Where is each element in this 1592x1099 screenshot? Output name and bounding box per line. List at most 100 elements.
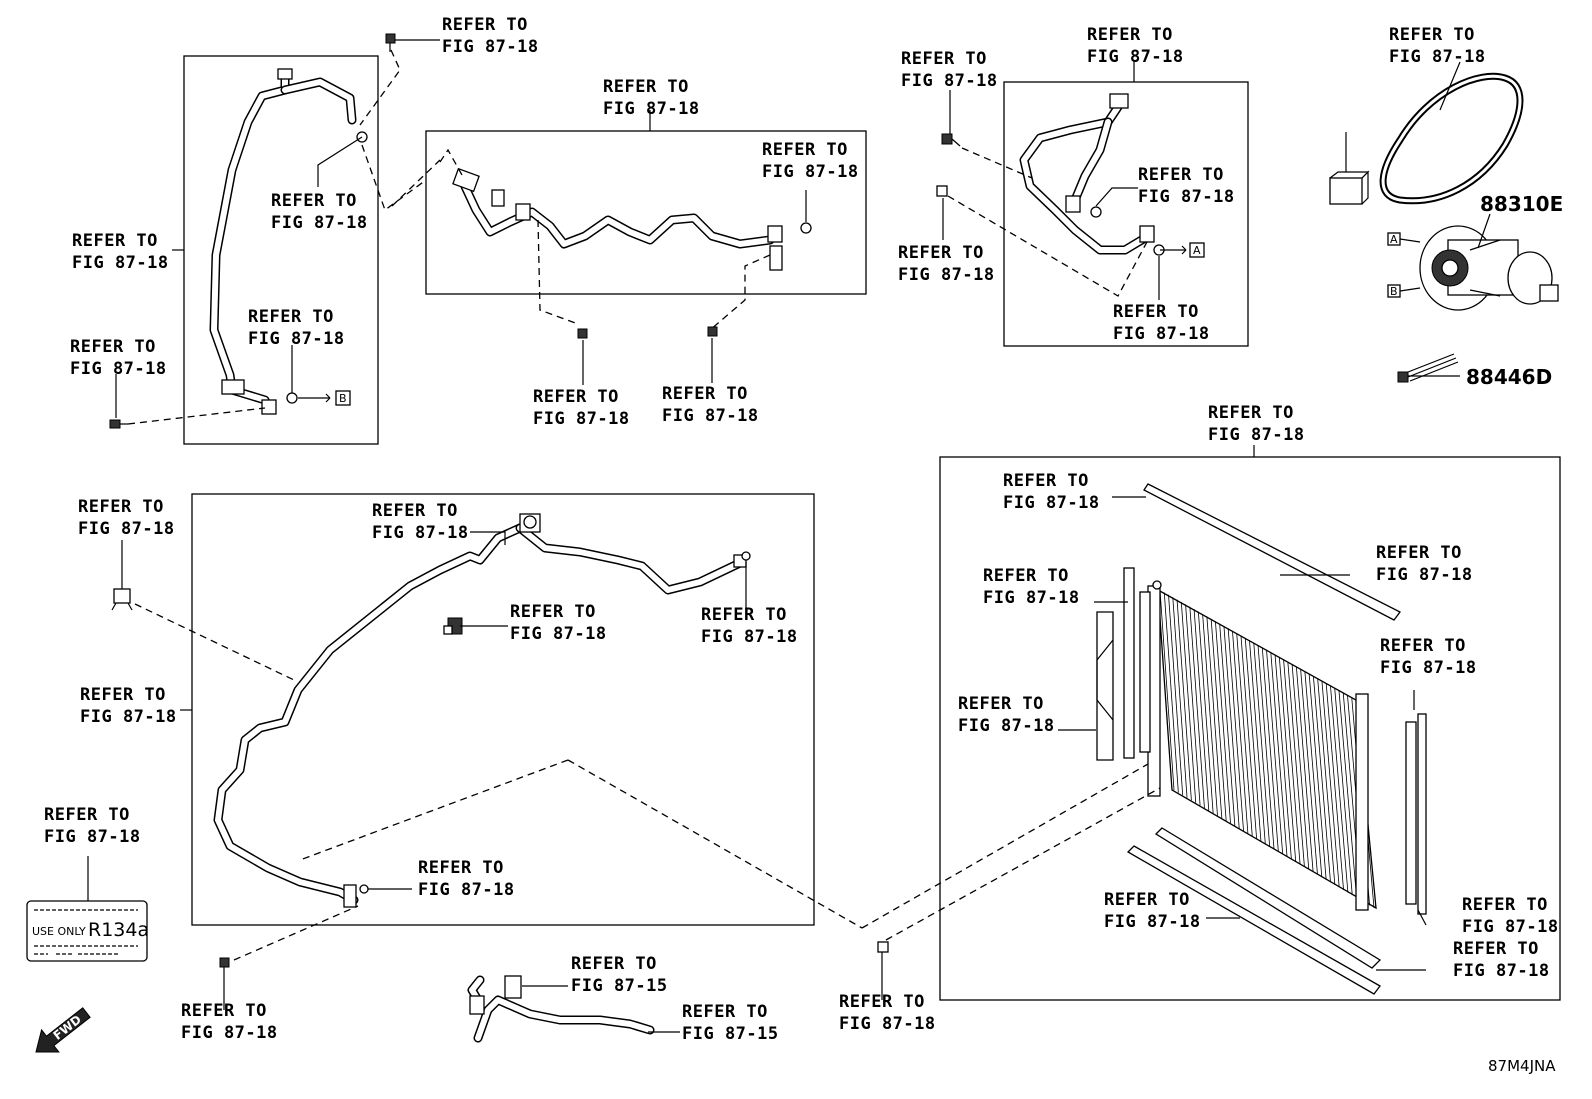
marker-b-box bbox=[335, 390, 351, 406]
refer-label-line: FIG 87-18 bbox=[181, 1023, 278, 1043]
condenser-fin bbox=[1300, 668, 1318, 875]
condenser-fin bbox=[1257, 644, 1275, 850]
refrigerant-label: USE ONLY R134a bbox=[26, 900, 149, 962]
condenser-fin bbox=[1253, 642, 1271, 847]
marker-b: B bbox=[339, 392, 347, 405]
refer-label-line: FIG 87-18 bbox=[762, 162, 859, 182]
refer-label-line: REFER TO bbox=[1376, 543, 1462, 563]
refer-label-line: REFER TO bbox=[701, 605, 787, 625]
condenser-fin bbox=[1304, 671, 1323, 878]
suction-hose bbox=[1019, 93, 1155, 255]
bolt bbox=[385, 33, 396, 52]
refer-label-line: FIG 87-18 bbox=[1113, 324, 1210, 344]
condenser-fin bbox=[1197, 611, 1214, 814]
relay bbox=[1329, 170, 1370, 205]
refer-label-line: FIG 87-18 bbox=[70, 359, 167, 379]
o-ring bbox=[286, 392, 298, 404]
condenser-fin bbox=[1266, 649, 1284, 855]
refer-label-line: REFER TO bbox=[442, 15, 528, 35]
refer-label-line: REFER TO bbox=[1208, 403, 1294, 423]
refer-label-line: REFER TO bbox=[418, 858, 504, 878]
condenser-fin bbox=[1232, 630, 1249, 834]
refer-label-line: REFER TO bbox=[682, 1002, 768, 1022]
refer-label-line: FIG 87-18 bbox=[271, 213, 368, 233]
refer-label-line: REFER TO bbox=[1104, 890, 1190, 910]
refer-label-line: REFER TO bbox=[958, 694, 1044, 714]
refer-label-line: FIG 87-18 bbox=[80, 707, 177, 727]
condenser bbox=[1147, 580, 1377, 911]
condenser-fin bbox=[1334, 688, 1353, 896]
refer-label-line: FIG 87-18 bbox=[533, 409, 630, 429]
refer-label-line: REFER TO bbox=[762, 140, 848, 160]
condenser-fin bbox=[1317, 678, 1336, 885]
refer-label-line: FIG 87-18 bbox=[372, 523, 469, 543]
marker-b-compressor: B bbox=[1390, 285, 1398, 298]
condenser-fin bbox=[1168, 594, 1184, 796]
condenser-fin bbox=[1291, 664, 1310, 870]
refer-label-line: REFER TO bbox=[271, 191, 357, 211]
condenser-fin bbox=[1338, 690, 1358, 898]
condenser-fin bbox=[1180, 601, 1197, 803]
condenser-fin bbox=[1330, 685, 1349, 893]
condenser-fin bbox=[1287, 661, 1305, 867]
suction-hose-group-box bbox=[1003, 81, 1249, 347]
condenser-fin bbox=[1236, 633, 1253, 837]
bolt bbox=[219, 957, 230, 968]
refer-label-line: REFER TO bbox=[603, 77, 689, 97]
condenser-fin bbox=[1312, 676, 1331, 883]
refer-label-line: FIG 87-18 bbox=[1453, 961, 1550, 981]
refer-label-line: FIG 87-18 bbox=[248, 329, 345, 349]
upper-seal bbox=[1143, 483, 1401, 621]
refer-label-line: FIG 87-18 bbox=[72, 253, 169, 273]
refer-label-line: FIG 87-18 bbox=[1208, 425, 1305, 445]
marker-a-compressor: A bbox=[1390, 233, 1398, 246]
o-ring bbox=[359, 884, 369, 894]
compressor bbox=[1419, 225, 1559, 311]
refer-label-line: FIG 87-18 bbox=[983, 588, 1080, 608]
condenser-fin bbox=[1283, 659, 1301, 865]
o-ring bbox=[800, 222, 812, 234]
refer-label-line: REFER TO bbox=[533, 387, 619, 407]
refer-label-line: FIG 87-18 bbox=[901, 71, 998, 91]
condenser-fin bbox=[1249, 640, 1266, 844]
condenser-fin bbox=[1308, 673, 1327, 880]
refer-label-line: REFER TO bbox=[70, 337, 156, 357]
refer-label-line: REFER TO bbox=[248, 307, 334, 327]
refer-label-line: FIG 87-18 bbox=[44, 827, 141, 847]
refer-label-line: FIG 87-18 bbox=[418, 880, 515, 900]
condenser-fin bbox=[1227, 628, 1244, 832]
refer-label-line: REFER TO bbox=[898, 243, 984, 263]
refer-label-line: REFER TO bbox=[510, 602, 596, 622]
refer-label-line: FIG 87-18 bbox=[1138, 187, 1235, 207]
condenser-fin bbox=[1261, 647, 1279, 852]
refer-label-line: FIG 87-18 bbox=[1462, 917, 1559, 937]
marker-a-box bbox=[1189, 242, 1205, 258]
bolt bbox=[877, 941, 889, 953]
refer-label-line: FIG 87-18 bbox=[701, 627, 798, 647]
refer-label-line: REFER TO bbox=[72, 231, 158, 251]
refer-label-line: REFER TO bbox=[1389, 25, 1475, 45]
part-number-compressor: 88310E bbox=[1480, 192, 1563, 216]
refer-label-line: FIG 87-18 bbox=[78, 519, 175, 539]
